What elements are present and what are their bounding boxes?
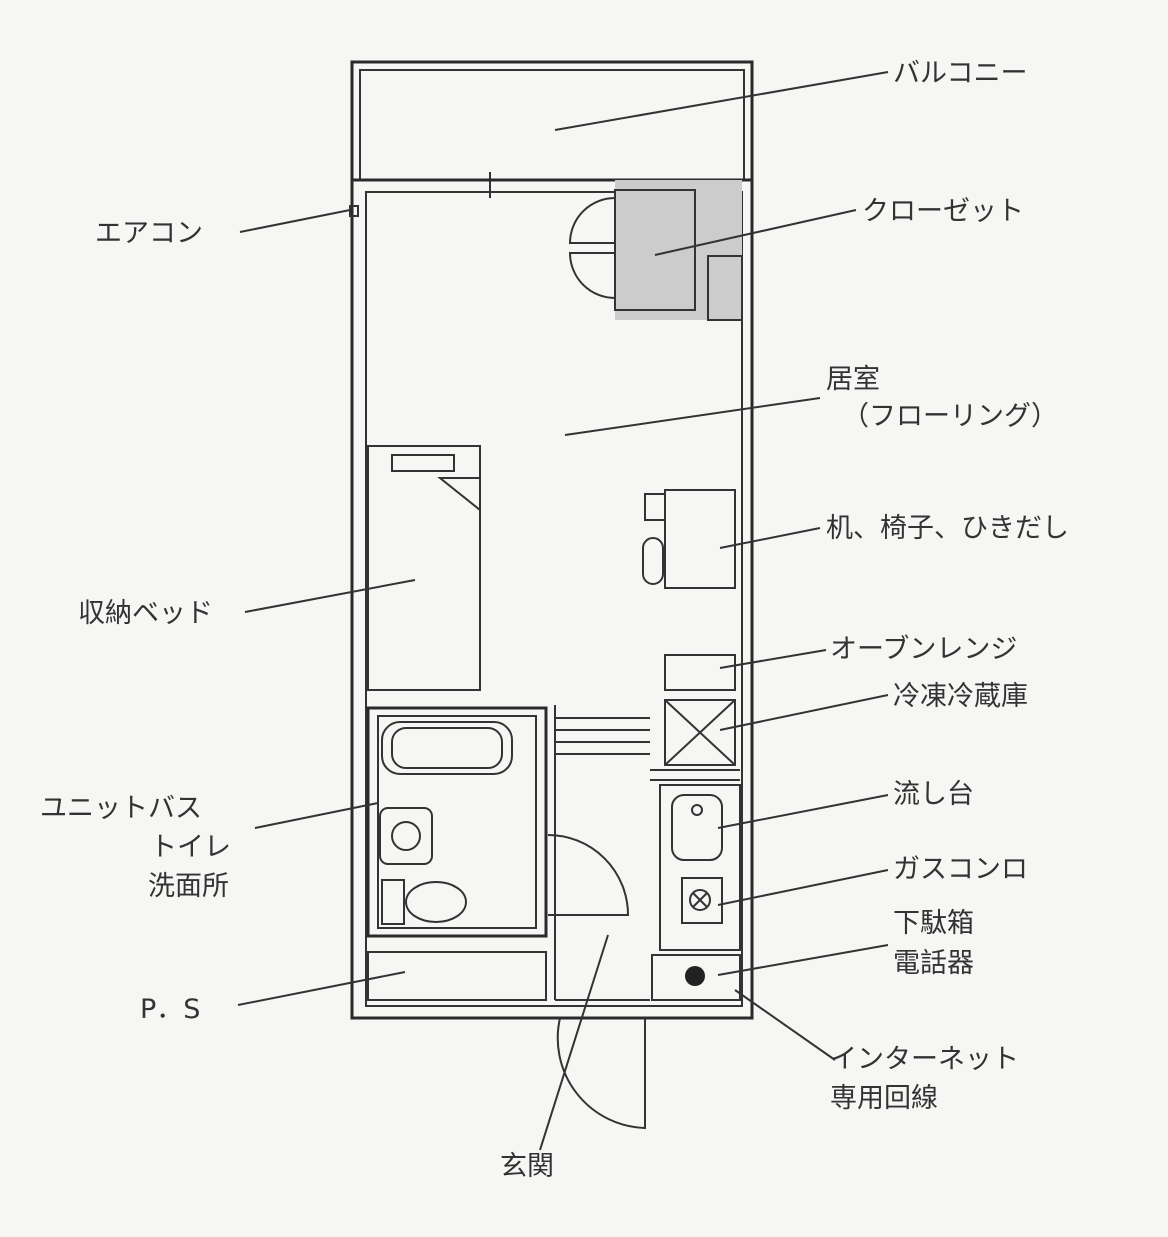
label-balcony: バルコニー [893, 58, 1027, 89]
label-shoebox-1: 下駄箱 [893, 908, 974, 939]
label-internet-1: インターネット [830, 1044, 1019, 1075]
label-sink: 流し台 [893, 779, 974, 810]
refrigerator [664, 699, 736, 766]
label-bath-1: ユニットバス [40, 793, 202, 824]
closet [568, 180, 743, 321]
label-internet-2: 専用回線 [830, 1083, 938, 1114]
desk-chair [642, 489, 736, 589]
unit-bath [366, 706, 548, 938]
floor-step-lines [554, 705, 740, 1000]
label-aircon: エアコン [95, 218, 203, 249]
outer-walls [349, 178, 754, 1020]
label-fridge: 冷凍冷蔵庫 [893, 681, 1028, 712]
label-ps: P．S [140, 994, 200, 1025]
label-stove: ガスコンロ [893, 854, 1028, 885]
kitchen [659, 784, 741, 951]
shoe-box [651, 954, 741, 1001]
label-bath-3: 洗面所 [148, 871, 229, 902]
label-room: 居室 [826, 364, 880, 395]
label-desk: 机、椅子、ひきだし [826, 513, 1069, 544]
storage-bed [367, 445, 481, 691]
label-bed: 収納ベッド [78, 598, 213, 629]
leader-lines [237, 71, 889, 1151]
telephone-icon [685, 966, 705, 986]
label-bath-2: トイレ [150, 832, 231, 863]
label-shoebox-2: 電話器 [893, 948, 974, 979]
entrance-door [547, 834, 650, 1130]
balcony [350, 60, 754, 198]
label-closet: クローゼット [862, 196, 1024, 227]
pipe-space [367, 951, 547, 1001]
oven-range [664, 654, 736, 691]
label-room-sub: （フローリング） [842, 401, 1058, 432]
label-oven: オーブンレンジ [830, 634, 1017, 665]
label-entrance: 玄関 [500, 1151, 554, 1182]
